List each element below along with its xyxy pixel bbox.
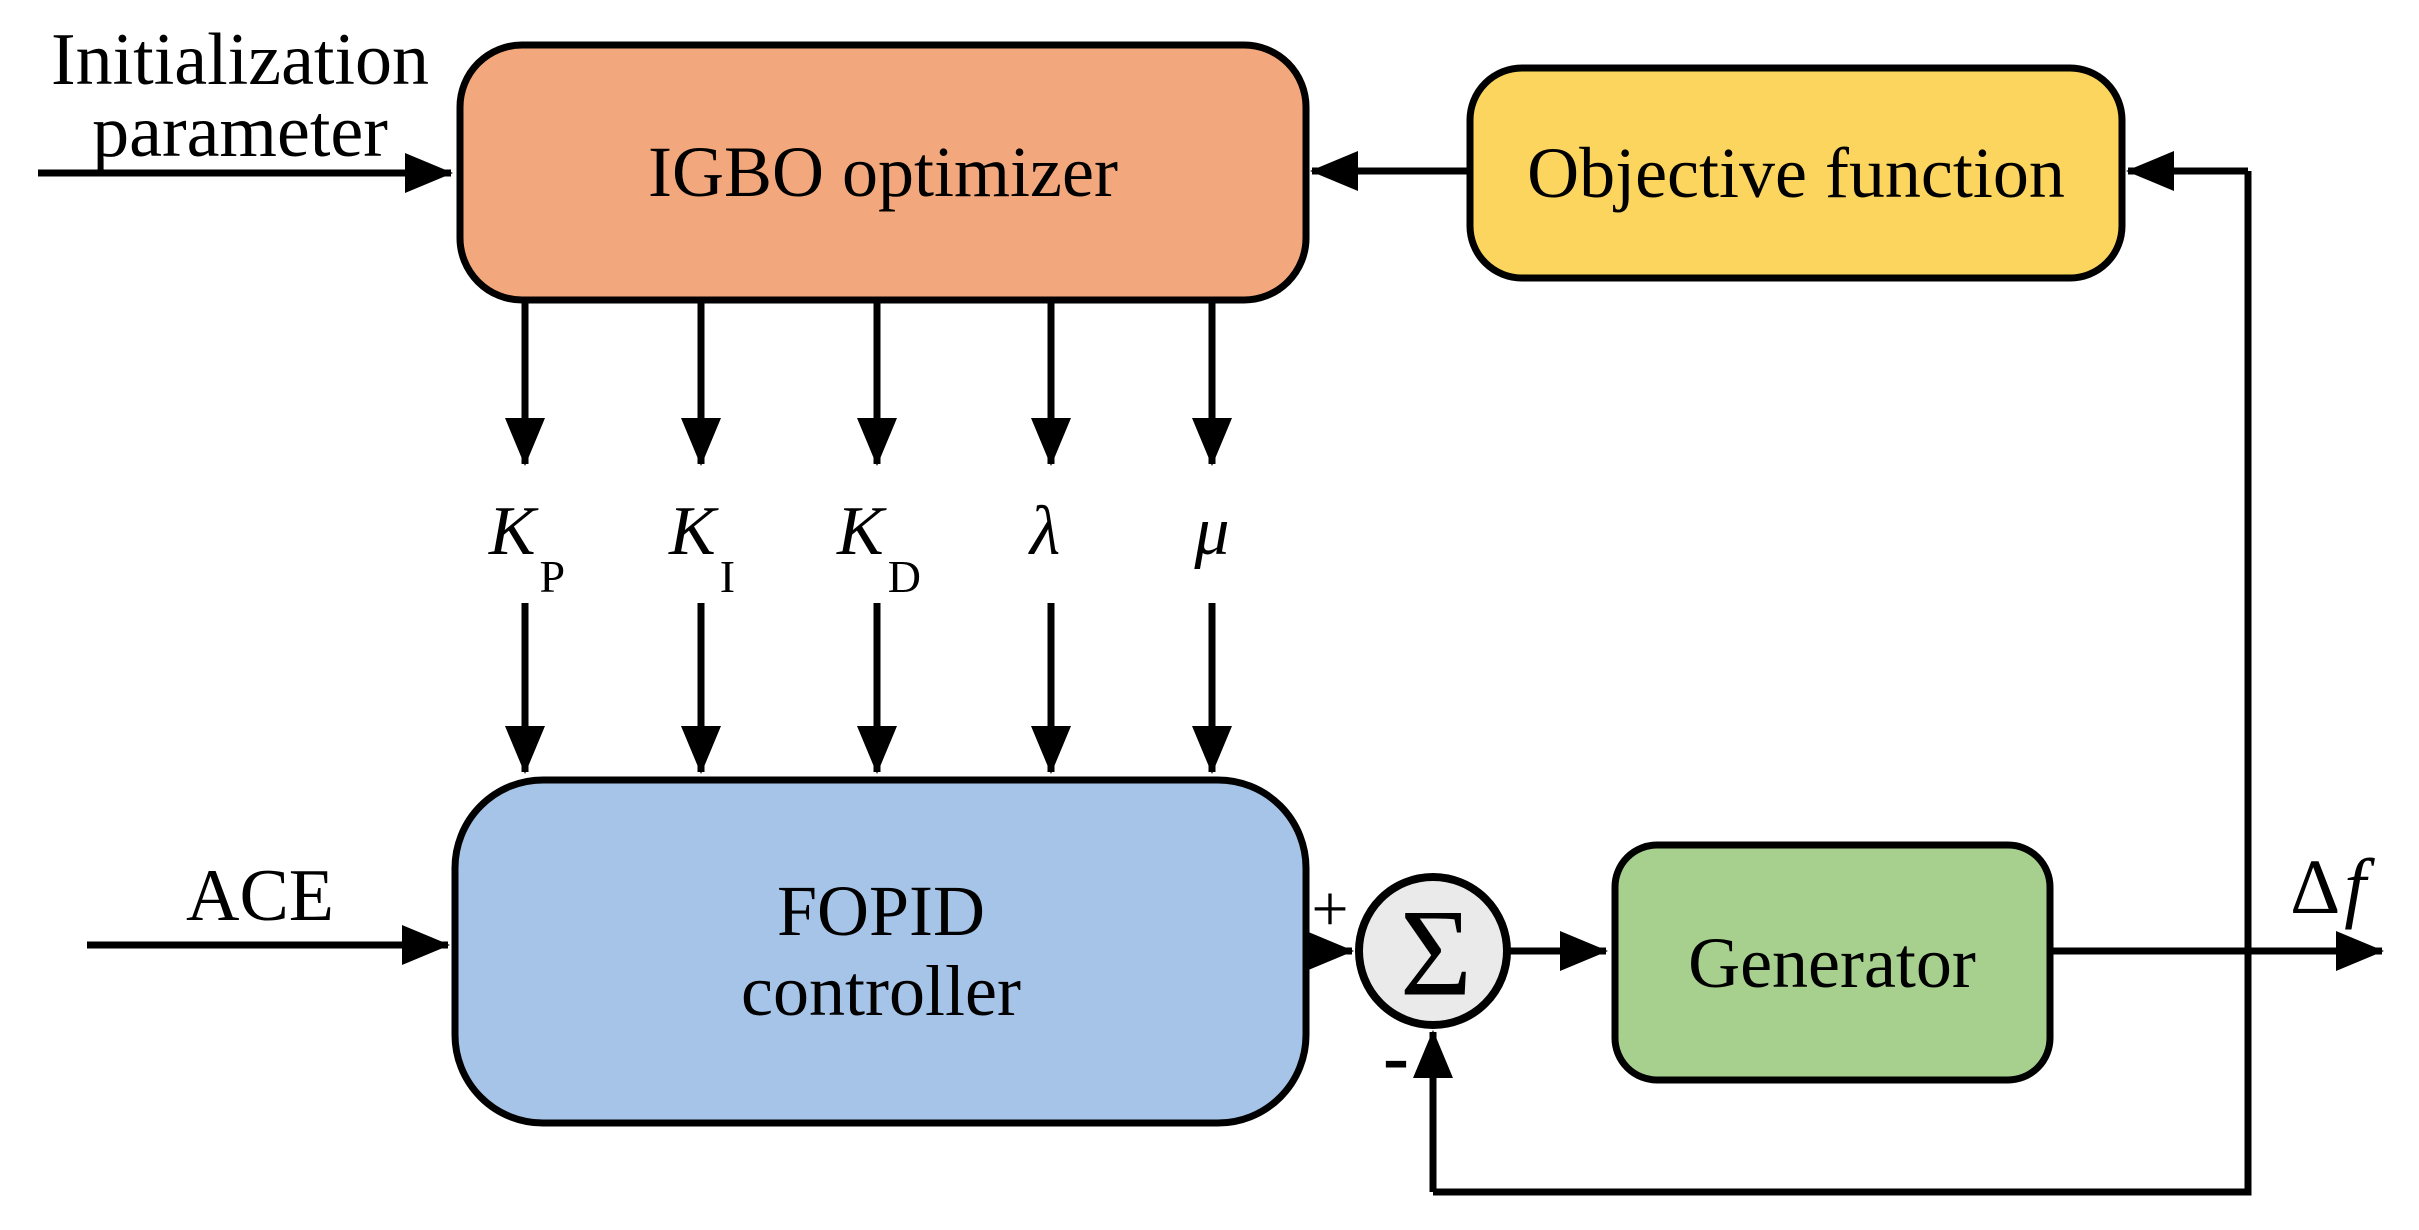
kp-base: K [488,493,539,570]
init-parameter-label-line2: parameter [92,91,388,173]
fopid-label-line2: controller [741,951,1021,1031]
param-label-mu: μ [1193,493,1229,570]
param-label-ki: KI [668,493,735,602]
generator-label: Generator [1688,923,1976,1003]
param-label-lambda: λ [1028,493,1060,570]
sum-junction [1355,873,1511,1029]
mu-base: μ [1193,493,1229,570]
sum-minus-sign: - [1383,1013,1409,1100]
f-symbol: f [2344,843,2375,930]
labels: Initialization parameter IGBO optimizer … [51,19,2375,1100]
delta-f-output-label: Δf [2290,843,2375,930]
sum-plus-sign: + [1311,873,1348,946]
sum-sigma-symbol: Σ [1400,885,1472,1022]
param-label-kp: KP [488,493,565,602]
feedback-path [1433,171,2252,1196]
kd-base: K [836,493,887,570]
ace-input-label: ACE [186,855,334,937]
igbo-optimizer-label: IGBO optimizer [648,132,1118,212]
connectors [38,151,2384,1196]
objective-function-box [1466,64,2126,282]
ki-base: K [668,493,719,570]
init-parameter-label-line1: Initialization [51,19,429,101]
delta-symbol: Δ [2290,843,2340,930]
nodes [451,41,2126,1127]
lambda-base: λ [1028,493,1060,570]
kd-subscript: D [888,551,921,602]
kp-subscript: P [540,551,566,602]
param-label-kd: KD [836,493,921,602]
fopid-label-line1: FOPID [777,871,985,951]
objective-function-label: Objective function [1527,133,2065,213]
igbo-optimizer-box [456,41,1310,304]
generator-box [1611,841,2054,1084]
fopid-controller-box [451,776,1310,1127]
ki-subscript: I [720,551,735,602]
